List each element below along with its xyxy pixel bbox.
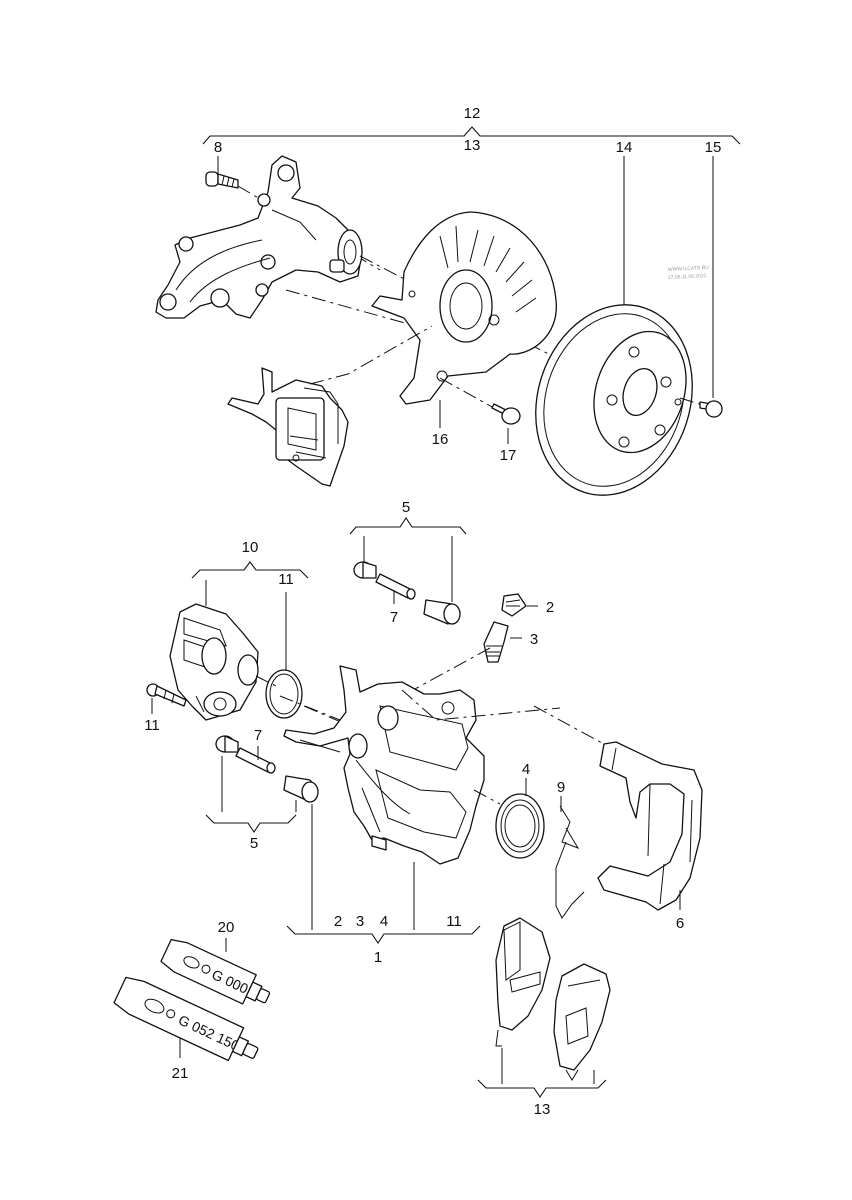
brace-5-top (349, 517, 467, 602)
watermark: WWW.ILCATS.RU 17.05.11.06.2021 (668, 265, 710, 281)
callout-11-left: 11 (144, 717, 160, 734)
guide-pin-7-lower (235, 747, 276, 774)
brake-disc-14 (535, 304, 693, 496)
callout-14: 14 (616, 139, 633, 156)
bolt-11-left (146, 683, 187, 707)
brace-10 (191, 561, 309, 670)
screw-17 (439, 377, 521, 425)
screw-15 (699, 400, 723, 418)
callout-7-left: 7 (254, 727, 262, 744)
callout-7-top: 7 (390, 609, 398, 626)
caliper-assembly-small (227, 367, 349, 487)
svg-text:17.05.11.06.2021: 17.05.11.06.2021 (668, 273, 707, 281)
spring-clip-9 (555, 805, 585, 919)
callout-17: 17 (500, 447, 517, 464)
wheel-bearing-housing (155, 155, 363, 319)
guide-pin-7-top (375, 573, 416, 600)
callout-21: 21 (172, 1065, 189, 1082)
brake-caliper-1 (283, 665, 485, 865)
guide-bushing-lower (283, 775, 319, 803)
o-ring-11 (265, 669, 303, 719)
bleed-screw-3 (483, 621, 509, 663)
callout-2-right: 2 (546, 599, 554, 616)
guide-pin-cap-lower (215, 735, 239, 753)
callout-12: 12 (464, 105, 481, 122)
dust-shield-16 (371, 211, 557, 405)
piston-seal-4 (495, 793, 545, 859)
callout-20: 20 (218, 919, 235, 936)
grease-tube-20: G 000 (160, 938, 271, 1005)
brake-pad-outer (553, 963, 611, 1081)
callout-4-right: 4 (522, 761, 530, 778)
callout-2-bottom: 2 (334, 913, 342, 930)
callout-11-bottom: 11 (446, 913, 462, 930)
bolt-8 (205, 171, 239, 189)
guide-pin-cap-top (353, 561, 377, 579)
brace-12-13 (202, 126, 741, 398)
callout-16: 16 (432, 431, 449, 448)
callout-13-bottom: 13 (534, 1101, 551, 1118)
callout-13-top: 13 (464, 137, 481, 154)
svg-text:WWW.ILCATS.RU: WWW.ILCATS.RU (668, 265, 710, 273)
callout-8: 8 (214, 139, 222, 156)
callout-9: 9 (557, 779, 565, 796)
callout-6: 6 (676, 915, 684, 932)
guide-bushing-top (423, 599, 461, 625)
brake-pad-inner (495, 917, 551, 1047)
callout-15: 15 (705, 139, 722, 156)
caliper-carrier-6 (597, 741, 703, 911)
brace-1 (286, 804, 481, 944)
callout-10: 10 (242, 539, 259, 556)
parking-brake-motor-10 (169, 603, 259, 721)
brace-5-lower (205, 756, 297, 833)
callout-1: 1 (374, 949, 382, 966)
callout-3-bottom: 3 (356, 913, 364, 930)
dust-cap-2 (501, 593, 527, 617)
callout-5-bottom: 5 (250, 835, 258, 852)
callout-4-bottom: 4 (380, 913, 388, 930)
callout-11-top: 11 (278, 571, 294, 588)
callout-5-top: 5 (402, 499, 410, 516)
callout-3-right: 3 (530, 631, 538, 648)
